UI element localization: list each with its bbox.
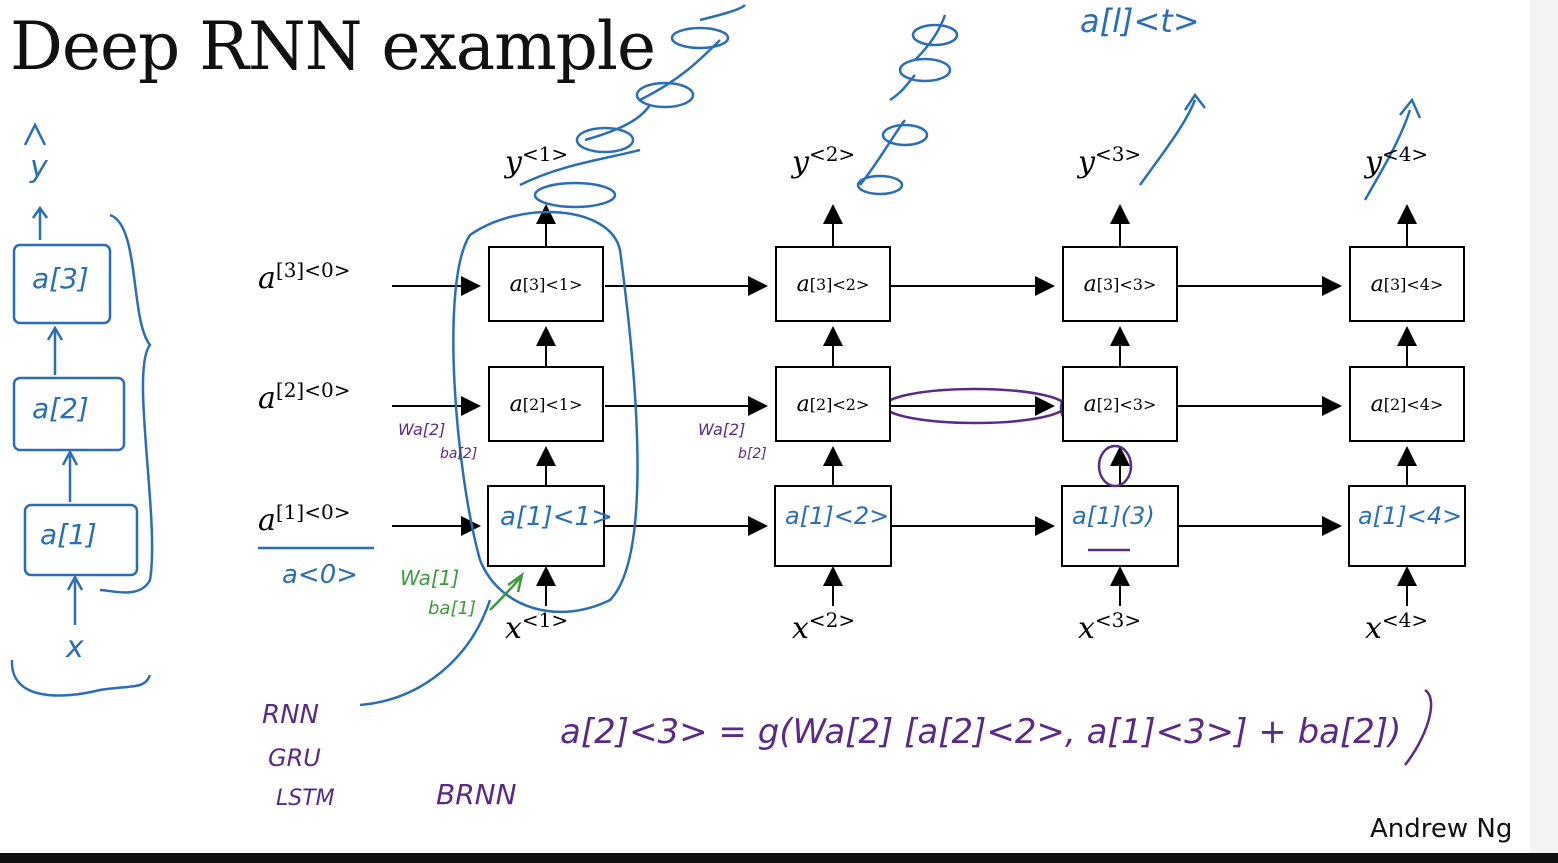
output-y4: y<4>	[1365, 142, 1429, 180]
param-ba1: ba[1]	[428, 598, 476, 619]
cell-a3-2: a[3]<2>	[775, 246, 891, 322]
layer1-boxes	[487, 485, 1466, 567]
cell-a3-1: a[3]<1>	[488, 246, 604, 322]
model-gru: GRU	[268, 744, 321, 772]
slide-title: Deep RNN example	[10, 8, 656, 85]
init-a1-label: a[1]<0>	[258, 500, 351, 538]
annotation-a0: a<0>	[282, 560, 359, 590]
cell-a2-2: a[2]<2>	[775, 366, 891, 442]
param-wa1: Wa[1]	[400, 566, 460, 590]
cell-a3-3: a[3]<3>	[1062, 246, 1178, 322]
cell-a2-3: a[2]<3>	[1062, 366, 1178, 442]
param-wa2-b: Wa[2]	[698, 420, 746, 439]
model-rnn: RNN	[262, 700, 319, 730]
cell-a2-1: a[2]<1>	[488, 366, 604, 442]
video-bottom-bar	[0, 853, 1558, 863]
equation: a[2]<3> = g(Wa[2] [a[2]<2>, a[1]<3>] + b…	[560, 712, 1402, 752]
slide: Deep RNN example	[10, 2, 1513, 844]
diagram-connections	[10, 4, 1466, 766]
param-ba2-b: b[2]	[738, 446, 767, 462]
init-a2-label: a[2]<0>	[258, 378, 351, 416]
horizontal-arrows	[392, 276, 1342, 536]
window-right-edge	[1530, 0, 1558, 853]
stack-x: x	[66, 630, 84, 665]
cell-a1-1-label: a[1]<1>	[500, 502, 613, 532]
model-lstm: LSTM	[276, 786, 335, 811]
stack-a3: a[3]	[32, 262, 89, 295]
output-y2: y<2>	[792, 142, 856, 180]
stack-a1: a[1]	[40, 518, 97, 551]
output-y3: y<3>	[1078, 142, 1142, 180]
stack-a2: a[2]	[32, 392, 89, 425]
init-a3-label: a[3]<0>	[258, 258, 351, 296]
green-annotations	[489, 572, 524, 611]
stack-y: y	[30, 150, 48, 185]
cell-a2-4: a[2]<4>	[1349, 366, 1465, 442]
vertical-arrows	[536, 204, 1417, 606]
cell-a3-4: a[3]<4>	[1349, 246, 1465, 322]
input-x4: x<4>	[1365, 608, 1429, 646]
cell-a1-4-label: a[1]<4>	[1358, 502, 1463, 530]
param-ba2-a: ba[2]	[440, 446, 478, 462]
cell-a1-3-label: a[1](3)	[1072, 502, 1155, 530]
input-x2: x<2>	[792, 608, 856, 646]
input-x3: x<3>	[1078, 608, 1142, 646]
author-credit: Andrew Ng	[1370, 814, 1513, 844]
input-x1: x<1>	[505, 608, 569, 646]
cell-a1-2-label: a[1]<2>	[785, 502, 890, 530]
param-wa2-a: Wa[2]	[398, 420, 446, 439]
model-brnn: BRNN	[436, 778, 517, 811]
annotation-a-l-t: a[l]<t>	[1080, 2, 1200, 40]
output-y1: y<1>	[505, 142, 569, 180]
blue-annotations	[10, 4, 1422, 707]
